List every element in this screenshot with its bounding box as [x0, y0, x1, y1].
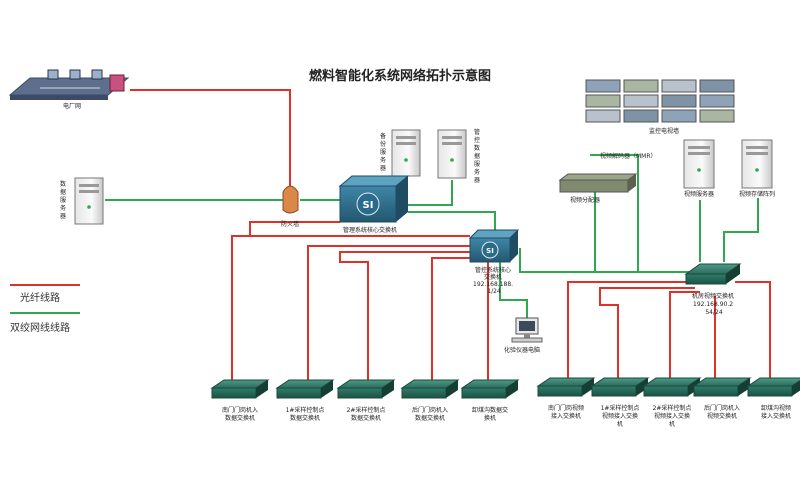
data-access-switch: 卸煤沟数据交换机 — [460, 379, 520, 422]
control-data-server: 管控数据服务器 — [437, 128, 480, 184]
video-access-switch: 卸煤沟视频接入交换机 — [746, 377, 800, 420]
monitor-screen — [699, 109, 735, 123]
video-server-label: 视频服务器 — [684, 190, 714, 198]
data-access-switch: 南门门岗机入数据交换机 — [210, 379, 270, 422]
monitor-screen — [699, 79, 735, 93]
video-access-switch-label: 卸煤沟视频接入交换机 — [761, 404, 791, 420]
video-decoder-label: 视频解码器（MMR） — [600, 152, 657, 160]
fiber-line — [431, 257, 476, 380]
monitor-screen — [623, 109, 659, 123]
monitor-screen — [585, 79, 621, 93]
fiber-line — [307, 245, 470, 380]
video-access-switch-label: 2#采样控制点视频接入交换机 — [653, 404, 692, 428]
fiber-line — [599, 287, 695, 378]
svg-text:SI: SI — [486, 247, 494, 255]
data-access-switch-label: 2#采样控制点数据交换机 — [347, 406, 386, 422]
data-access-switch: 后门门岗机入数据交换机 — [400, 379, 460, 422]
twisted-line — [519, 248, 690, 273]
data-access-switch-label: 后门门岗机入数据交换机 — [412, 406, 448, 422]
monitor-wall: 监控电视墙 — [585, 79, 735, 135]
data-access-switch-label: 1#采样控制点数据交换机 — [286, 406, 325, 422]
video-access-switch-label: 南门门岗视频接入交换机 — [548, 404, 584, 420]
twisted-line — [590, 154, 639, 272]
video-storage-label: 视频存储阵列 — [739, 190, 775, 198]
firewall: 防火墙 — [281, 185, 299, 228]
lab-pc-label: 化验仪器电脑 — [504, 346, 540, 354]
video-splitter-label: 视频分配器 — [570, 196, 600, 204]
twisted-line — [408, 180, 453, 206]
mgmt-core-switch: SI 管理系统核心交换机 — [338, 175, 410, 234]
video-access-switch: 后门门岗机入视频交换机 — [692, 377, 752, 420]
video-server: 视频服务器 — [683, 139, 715, 198]
fiber-line — [339, 251, 472, 380]
lab-pc: 化验仪器电脑 — [504, 317, 543, 354]
monitor-screen — [699, 94, 735, 108]
db-server: 数据服务器 — [60, 177, 104, 225]
firewall-label: 防火墙 — [281, 220, 299, 228]
fiber-line — [130, 89, 291, 190]
data-access-switch-label: 南门门岗机入数据交换机 — [222, 406, 258, 422]
backup-server-label: 备份服务器 — [380, 132, 386, 172]
monitor-screen — [623, 79, 659, 93]
control-core-switch: SI 管控系统核心 交换机 192.168.188. 1/24 — [468, 229, 520, 295]
plant-network: 电厂网 — [8, 69, 130, 110]
legend-twisted-label: 双绞网线线路 — [10, 321, 70, 334]
monitor-screen — [661, 79, 697, 93]
twisted-line — [723, 198, 759, 262]
monitor-screen — [585, 109, 621, 123]
data-access-switch-label: 卸煤沟数据交换机 — [472, 406, 508, 422]
mgmt-core-switch-label: 管理系统核心交换机 — [343, 226, 397, 234]
fiber-line — [567, 281, 690, 378]
monitor-wall-label: 监控电视墙 — [649, 127, 679, 135]
monitor-screen — [661, 109, 697, 123]
fiber-line — [669, 291, 700, 378]
diagram-title: 燃料智能化系统网络拓扑示意图 — [309, 68, 491, 84]
db-server-label: 数据服务器 — [60, 180, 66, 220]
video-access-switch-label: 后门门岗机入视频交换机 — [704, 404, 740, 420]
room-video-switch-label: 机房视频交换机 192.168.90.2 54/24 — [692, 292, 736, 316]
fiber-line — [735, 281, 771, 378]
video-access-switch: 1#采样控制点视频接入交换机 — [590, 377, 650, 428]
video-access-switch: 南门门岗视频接入交换机 — [536, 377, 596, 420]
legend: 光纤线路 双绞网线线路 — [10, 284, 80, 334]
access-switches: 南门门岗机入数据交换机 1#采样控制点数据交换机 2#采样控制点数据交换机 后门门岗机… — [210, 377, 800, 428]
data-access-switch: 1#采样控制点数据交换机 — [275, 379, 335, 422]
monitor-screen — [585, 94, 621, 108]
svg-text:SI: SI — [363, 200, 374, 211]
connection-lines — [105, 89, 771, 380]
twisted-line — [499, 262, 528, 318]
video-access-switch-label: 1#采样控制点视频接入交换机 — [601, 404, 640, 428]
video-splitter: 视频分配器 — [558, 173, 638, 204]
plant-network-label: 电厂网 — [63, 102, 81, 110]
monitor-screen — [623, 94, 659, 108]
monitor-screen — [661, 94, 697, 108]
room-video-switch: 机房视频交换机 192.168.90.2 54/24 — [684, 263, 742, 316]
control-core-switch-label: 管控系统核心 交换机 192.168.188. 1/24 — [473, 266, 515, 295]
control-data-server-label: 管控数据服务器 — [474, 128, 480, 184]
twisted-line — [408, 211, 496, 230]
backup-server: 备份服务器 — [380, 129, 421, 177]
data-access-switch: 2#采样控制点数据交换机 — [336, 379, 396, 422]
video-access-switch: 2#采样控制点视频接入交换机 — [642, 377, 702, 428]
legend-fiber-label: 光纤线路 — [20, 291, 60, 304]
video-storage: 视频存储阵列 — [739, 139, 775, 198]
